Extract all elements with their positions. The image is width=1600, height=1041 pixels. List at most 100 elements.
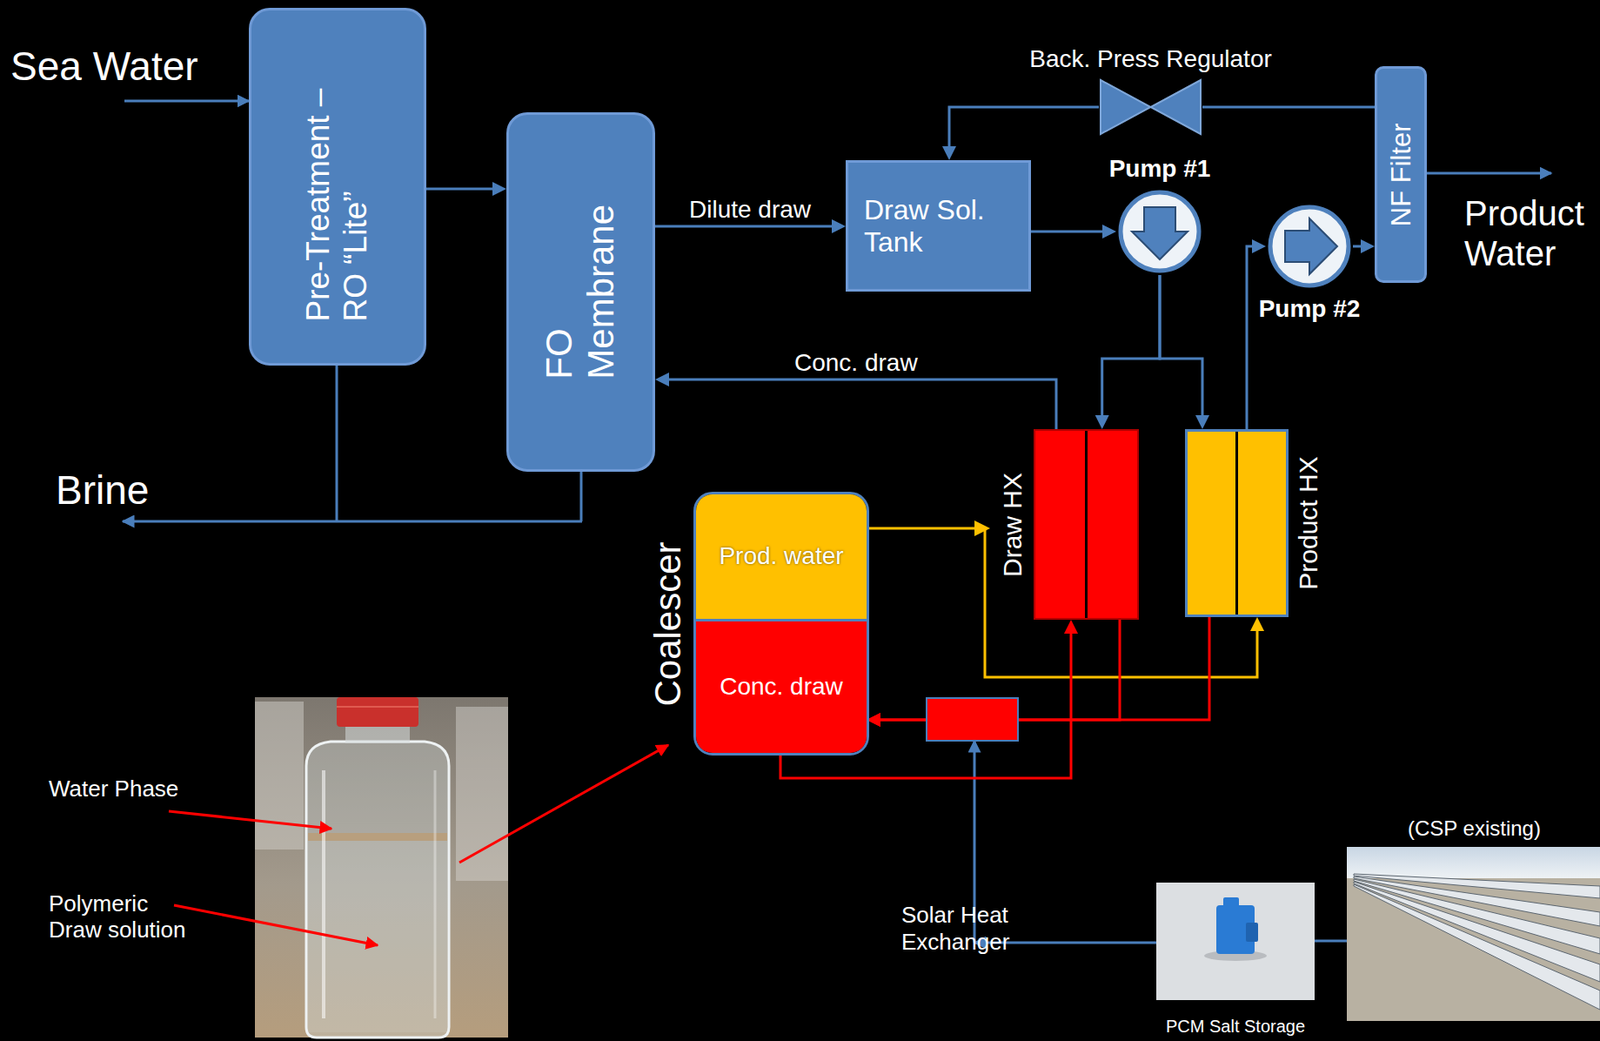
text-label: Solar Heat Exchanger [901,901,1010,956]
connector-label: Dilute draw [685,195,815,224]
divider-line [1235,431,1239,615]
text-label: Polymeric Draw solution [48,890,197,944]
drawn-line [124,100,249,103]
pump-symbol-shape [1265,202,1353,290]
drawn-rect [1156,882,1315,1000]
arrow-head [1195,415,1210,429]
valve-symbol: Back. Press Regulator [1098,78,1203,136]
connector-line [426,187,493,191]
connector-line [949,107,1099,147]
drawn-line [321,769,326,1018]
text-label: Product Water [1464,193,1585,274]
draw-phase-box: Conc. draw [696,621,867,753]
connector [866,616,1210,727]
connector-line [1352,245,1361,248]
pump-symbol-shape [1116,187,1204,275]
heat-exchanger: Product HX [1184,428,1289,617]
pump-symbol: Pump #2 [1265,202,1353,290]
valve-symbol-shape [1098,78,1203,136]
solar-heater-box [926,697,1018,741]
node-label: FO Membrane [538,204,623,380]
connector-line [655,225,832,228]
connector-line [669,379,1057,429]
drawn-rect [254,701,304,850]
connector-line [1030,230,1103,234]
connector [1159,274,1210,429]
filter-box: NF Filter [1374,66,1427,283]
connector [426,181,507,196]
node-label: Prod. water [718,542,844,570]
arrow-head [1251,239,1266,254]
drawn-polygon [1151,80,1202,134]
drawn-polygon [1353,883,1600,1010]
drawn-polygon [1285,218,1338,275]
drawn-rect [336,696,419,727]
drawn-line [1426,172,1552,175]
node-label: Conc. draw [719,672,844,701]
node-label: Coalescer [647,541,690,706]
connector [942,107,1099,161]
drawn-rect [455,706,509,881]
drawn-rect [1346,846,1600,878]
pump-symbol: Pump #1 [1116,187,1204,275]
connector-label: Conc. draw [790,348,922,377]
connector [1246,239,1266,429]
drawn-line [434,769,437,1018]
node-label: Draw Sol. Tank [863,194,1017,259]
coalescer-vessel: CoalescerProd. waterConc. draw [693,491,870,756]
drawn-line [336,705,419,708]
drawn-line [1314,939,1347,943]
drawn-rect [345,723,410,744]
connector [1202,107,1375,108]
arrow-head [492,181,507,196]
node-label: Pump #1 [1109,154,1212,183]
text-label: (CSP existing) [1407,816,1541,841]
drawn-line [335,365,339,522]
connector [1030,224,1117,239]
drawn-rect [1346,846,1600,1021]
drawn-circle [1120,192,1199,271]
drawn-polygon [1100,80,1152,134]
node-label: Draw HX [997,471,1029,576]
connector-line [1159,274,1203,416]
heat-exchanger: Draw HX [1033,428,1139,620]
drawn-rect [307,832,448,841]
arrow-head [831,219,846,234]
node-label: Back. Press Regulator [1029,45,1272,74]
node-label: Pump #2 [1258,294,1361,323]
arrow-head [942,146,957,161]
arrow-head [974,520,991,536]
connector [1095,274,1160,429]
node-label: Pre-Treatment – RO “Lite” [300,52,375,322]
connector [1352,239,1375,254]
bottle-photo [254,696,509,1038]
drawn-line [168,810,332,829]
connector-line [1102,274,1160,416]
arrow-head [1095,415,1110,429]
drawn-line [459,744,669,863]
node-label: Product HX [1293,455,1325,590]
csp-photo [1346,846,1600,1021]
water-phase-box: Prod. water [696,494,867,622]
drawn-rect [254,696,509,1038]
arrow-head [1250,616,1265,631]
divider-line [1084,430,1088,618]
drawn-line [122,520,583,523]
text-label: PCM Salt Storage [1165,1016,1306,1037]
pcm-storage-photo [1156,882,1315,1000]
node-label: NF Filter [1385,122,1417,227]
text-label: Brine [55,469,149,510]
process-box: Pre-Treatment – RO “Lite” [248,7,427,366]
leader-arrows [168,744,669,945]
tank-box: Draw Sol. Tank [845,160,1031,292]
drawn-circle [1270,207,1349,286]
membrane-box: FO Membrane [506,112,656,472]
drawn-line [174,904,378,945]
drawn-rect [1245,922,1259,942]
connector-line [1202,106,1375,109]
text-label: Sea Water [10,43,199,90]
arrow-head [1064,619,1078,634]
arrow-head [1360,239,1375,254]
drawn-polygon [1353,881,1600,982]
